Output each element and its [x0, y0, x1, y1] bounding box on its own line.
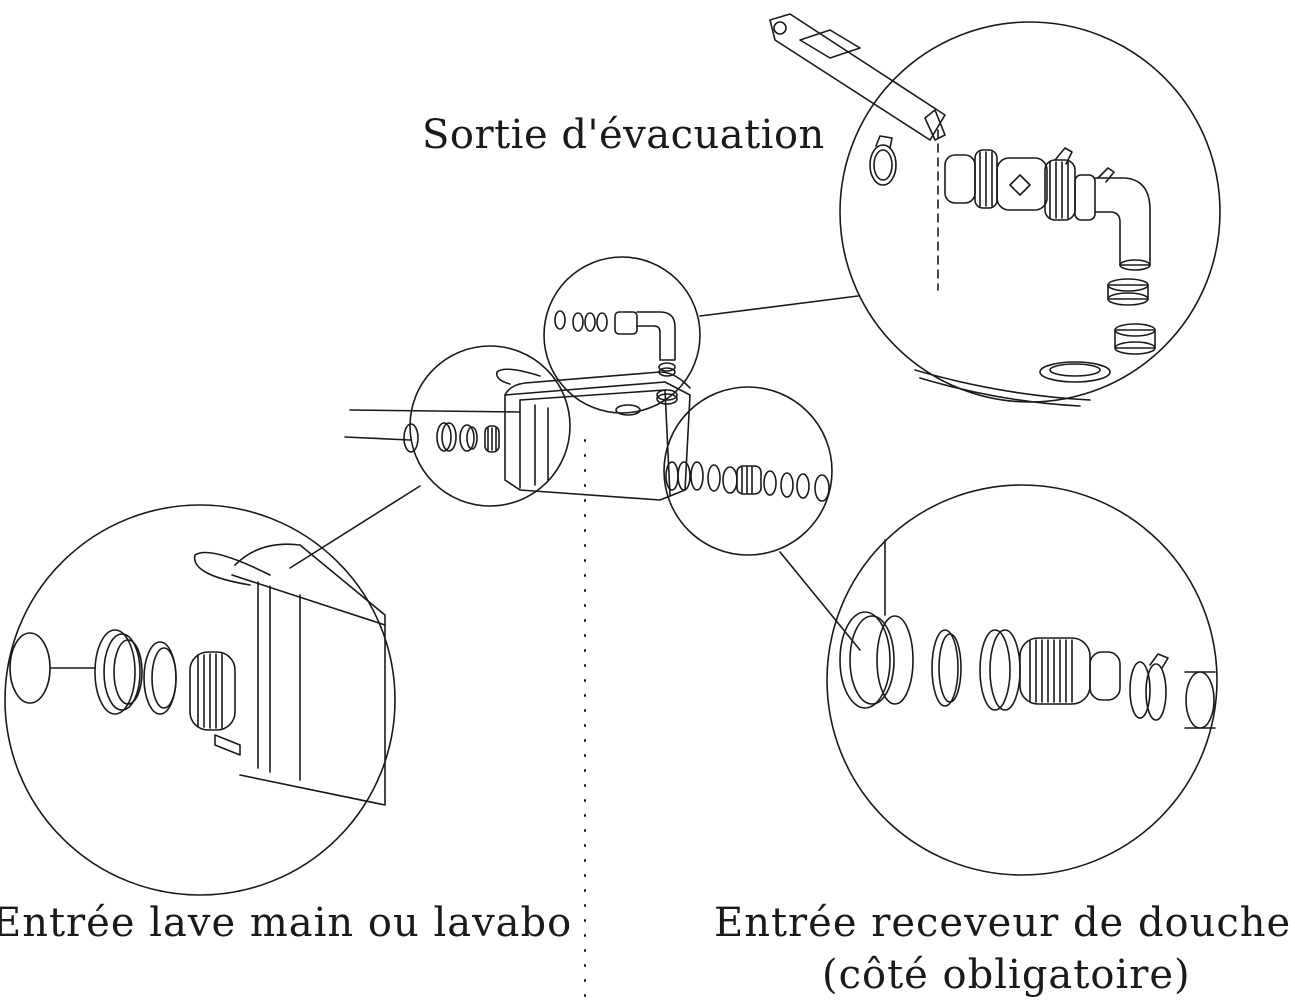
right-inlet-note: (côté obligatoire): [822, 952, 1191, 998]
connector-outlet: [700, 296, 858, 316]
outlet-detail-small: [544, 257, 700, 413]
right-inlet-detail-large: [827, 485, 1217, 875]
pump-unit: [345, 369, 829, 501]
cutter-knife-icon: [770, 14, 945, 140]
right-detail-small: [664, 387, 832, 555]
left-detail-small: [410, 346, 570, 506]
outlet-label: Sortie d'évacuation: [422, 112, 825, 158]
outlet-detail-large: [840, 22, 1220, 406]
connector-right: [780, 552, 860, 650]
connector-left: [290, 486, 420, 568]
right-inlet-label: Entrée receveur de douche: [714, 900, 1292, 946]
left-inlet-label: Entrée lave main ou lavabo: [0, 900, 573, 946]
left-inlet-detail-large: [5, 505, 395, 895]
